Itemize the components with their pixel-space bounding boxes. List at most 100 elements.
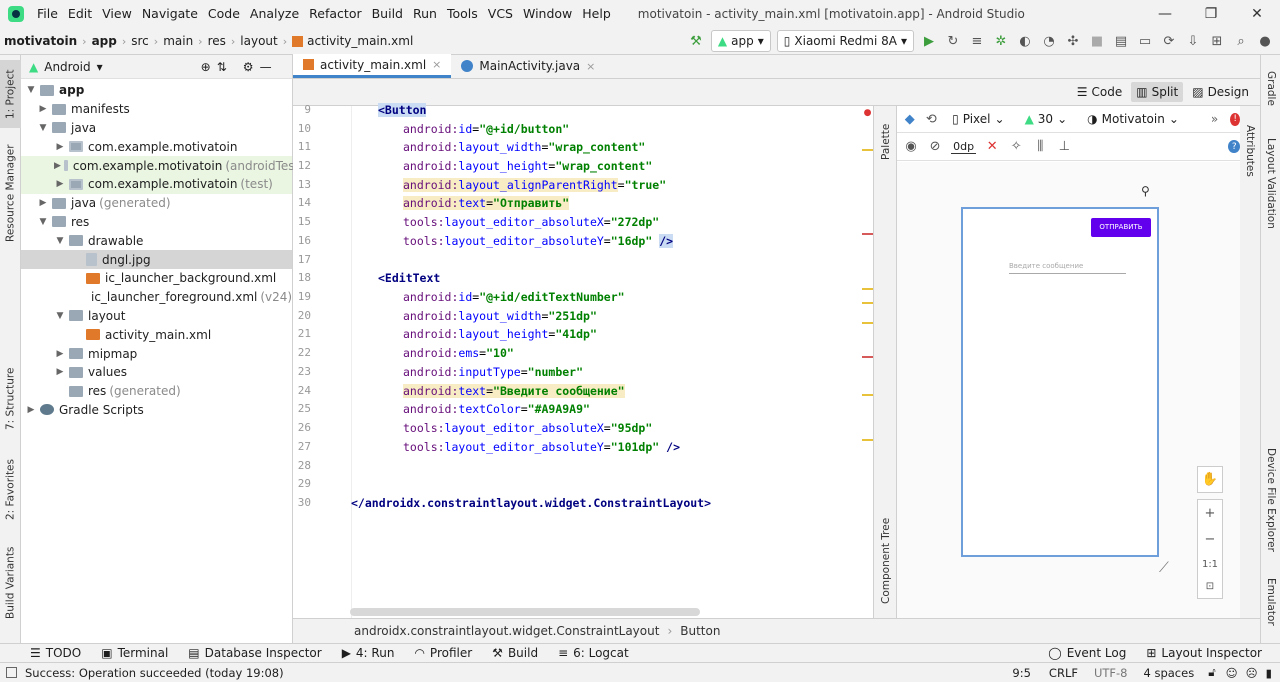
help-icon[interactable]: ?	[1228, 140, 1241, 153]
avd-manager-icon[interactable]: ▭	[1138, 33, 1152, 49]
tree-item-drawable[interactable]: ▼drawable	[21, 231, 292, 250]
warning-marker[interactable]	[862, 302, 873, 304]
crumb-src[interactable]: src	[131, 34, 149, 48]
tree-item-manifests[interactable]: ▶manifests	[21, 100, 292, 119]
tab-build-variants[interactable]: Build Variants	[4, 546, 17, 620]
code-editor[interactable]: 9 10 11 12 13 14 15 16 17 18 19 20 21 22…	[293, 103, 873, 618]
menu-code[interactable]: Code	[207, 6, 240, 21]
pin-icon[interactable]: ⚲	[1141, 184, 1150, 198]
tree-item-app[interactable]: ▼app	[21, 81, 292, 100]
warning-marker[interactable]	[862, 149, 873, 151]
tab-emulator[interactable]: Emulator	[1261, 572, 1280, 632]
pan-tool-button[interactable]: ✋	[1197, 466, 1223, 493]
magnet-icon[interactable]: ⊘	[929, 139, 941, 154]
preview-send-button[interactable]: ОТПРАВИТЬ	[1091, 218, 1151, 237]
tab-attributes[interactable]: Attributes	[1240, 116, 1260, 186]
menu-vcs[interactable]: VCS	[487, 6, 513, 21]
tree-item-java-generated[interactable]: ▶java(generated)	[21, 194, 292, 213]
tree-item-gradle-scripts[interactable]: ▶Gradle Scripts	[21, 401, 292, 420]
file-encoding[interactable]: UTF-8	[1093, 665, 1128, 680]
zoom-fit-icon[interactable]: ⊡	[1205, 581, 1215, 593]
tree-item-package-test[interactable]: ▶com.example.motivatoin(test)	[21, 174, 292, 194]
line-separator[interactable]: CRLF	[1048, 665, 1078, 680]
orientation-icon[interactable]: ⟲	[925, 111, 937, 127]
project-view-select[interactable]: Android	[44, 59, 91, 74]
todo-button[interactable]: ☰TODO	[0, 646, 91, 660]
menu-navigate[interactable]: Navigate	[141, 6, 198, 21]
menu-refactor[interactable]: Refactor	[309, 6, 362, 21]
warning-marker[interactable]	[862, 394, 873, 396]
menu-tools[interactable]: Tools	[446, 6, 478, 21]
stop-icon[interactable]: ■	[1090, 33, 1104, 49]
tree-item-activity-main[interactable]: activity_main.xml	[21, 325, 292, 344]
apply-changes-icon[interactable]: ≡	[971, 33, 983, 49]
clear-constraints-icon[interactable]: ✕	[986, 139, 998, 154]
terminal-button[interactable]: ▣Terminal	[91, 646, 178, 660]
sync-gradle-icon[interactable]: ⟳	[1163, 33, 1175, 49]
tree-item-java[interactable]: ▼java	[21, 119, 292, 138]
build-window-button[interactable]: ⚒Build	[482, 646, 548, 660]
infer-constraints-icon[interactable]: ✧	[1010, 139, 1022, 154]
warning-marker[interactable]	[862, 439, 873, 441]
tab-device-file-explorer[interactable]: Device File Explorer	[1261, 440, 1280, 560]
tree-item-package[interactable]: ▶com.example.motivatoin	[21, 137, 292, 156]
tab-activity-main[interactable]: activity_main.xml×	[293, 54, 452, 78]
caret-position[interactable]: 9:5	[1012, 665, 1031, 680]
tab-component-tree[interactable]: Component Tree	[880, 517, 892, 605]
tab-layout-validation[interactable]: Layout Validation	[1261, 133, 1280, 233]
tab-resource-manager[interactable]: Resource Manager	[4, 144, 17, 242]
api-level-select[interactable]: ▲30⌄	[1019, 108, 1074, 130]
chevron-down-icon[interactable]: ▾	[96, 59, 103, 74]
device-select[interactable]: ▯Xiaomi Redmi 8A▾	[776, 30, 914, 52]
error-marker[interactable]	[862, 356, 873, 358]
profiler-button[interactable]: ◠Profiler	[404, 646, 482, 660]
tab-gradle[interactable]: Gradle	[1261, 63, 1280, 113]
align-icon[interactable]: ⊥	[1058, 139, 1071, 154]
hammer-icon[interactable]: ⚒	[690, 33, 702, 49]
layers-icon[interactable]: ◆	[904, 111, 915, 127]
design-canvas[interactable]: ⚲ ОТПРАВИТЬ Введите сообщение ⟋ ✋ + − 1:…	[897, 162, 1240, 618]
crumb-main[interactable]: main	[163, 34, 194, 48]
warning-marker[interactable]	[862, 288, 873, 290]
menu-window[interactable]: Window	[522, 6, 573, 21]
coverage-icon[interactable]: ◐	[1019, 33, 1031, 49]
eye-icon[interactable]: ◉	[905, 139, 917, 154]
hide-icon[interactable]: —	[259, 59, 272, 74]
close-tab-icon[interactable]: ×	[432, 58, 442, 71]
run-window-button[interactable]: ▶4: Run	[332, 646, 405, 660]
profile-icon[interactable]: ◔	[1043, 33, 1055, 49]
event-log-button[interactable]: ◯Event Log	[1038, 646, 1136, 660]
tab-favorites[interactable]: 2: Favorites	[4, 459, 17, 521]
breadcrumb-button[interactable]: Button	[680, 624, 721, 638]
default-margin-field[interactable]: 0dp	[951, 139, 977, 154]
breadcrumb-root[interactable]: androidx.constraintlayout.widget.Constra…	[354, 624, 660, 638]
menu-view[interactable]: View	[102, 6, 132, 21]
locate-icon[interactable]: ⊕	[200, 59, 211, 74]
database-inspector-button[interactable]: ▤Database Inspector	[178, 646, 331, 660]
tree-item-dngl[interactable]: dngl.jpg	[21, 250, 292, 269]
menu-help[interactable]: Help	[582, 6, 611, 21]
sdk-manager-icon[interactable]: ⇩	[1187, 33, 1199, 49]
tree-item-ic-launcher-foreground[interactable]: ic_launcher_foreground.xml(v24)	[21, 288, 292, 307]
debug-icon[interactable]: ✲	[995, 33, 1007, 49]
status-toggle-icon[interactable]	[6, 667, 17, 678]
tree-item-values[interactable]: ▶values	[21, 363, 292, 382]
rerun-icon[interactable]: ↻	[947, 33, 959, 49]
crumb-file[interactable]: activity_main.xml	[288, 34, 417, 48]
crumb-res[interactable]: res	[207, 34, 226, 48]
indent-setting[interactable]: 4 spaces	[1143, 665, 1195, 680]
tab-structure[interactable]: 7: Structure	[4, 367, 17, 431]
run-icon[interactable]: ▶	[924, 33, 934, 49]
split-mode-button[interactable]: ▥Split	[1131, 82, 1184, 102]
lock-icon[interactable]: 🔓︎	[1208, 665, 1216, 679]
user-icon[interactable]: ●	[1259, 33, 1271, 49]
close-window-button[interactable]: ✕	[1251, 6, 1263, 22]
warning-marker[interactable]	[862, 322, 873, 324]
logcat-button[interactable]: ≡6: Logcat	[548, 646, 639, 660]
menu-analyze[interactable]: Analyze	[249, 6, 300, 21]
tree-item-layout[interactable]: ▼layout	[21, 307, 292, 326]
search-icon[interactable]: ⌕	[1237, 33, 1245, 49]
preview-edit-text[interactable]: Введите сообщение	[1009, 262, 1126, 274]
layout-inspector-button[interactable]: ⊞Layout Inspector	[1136, 646, 1280, 660]
design-mode-button[interactable]: ▨Design	[1187, 82, 1254, 102]
